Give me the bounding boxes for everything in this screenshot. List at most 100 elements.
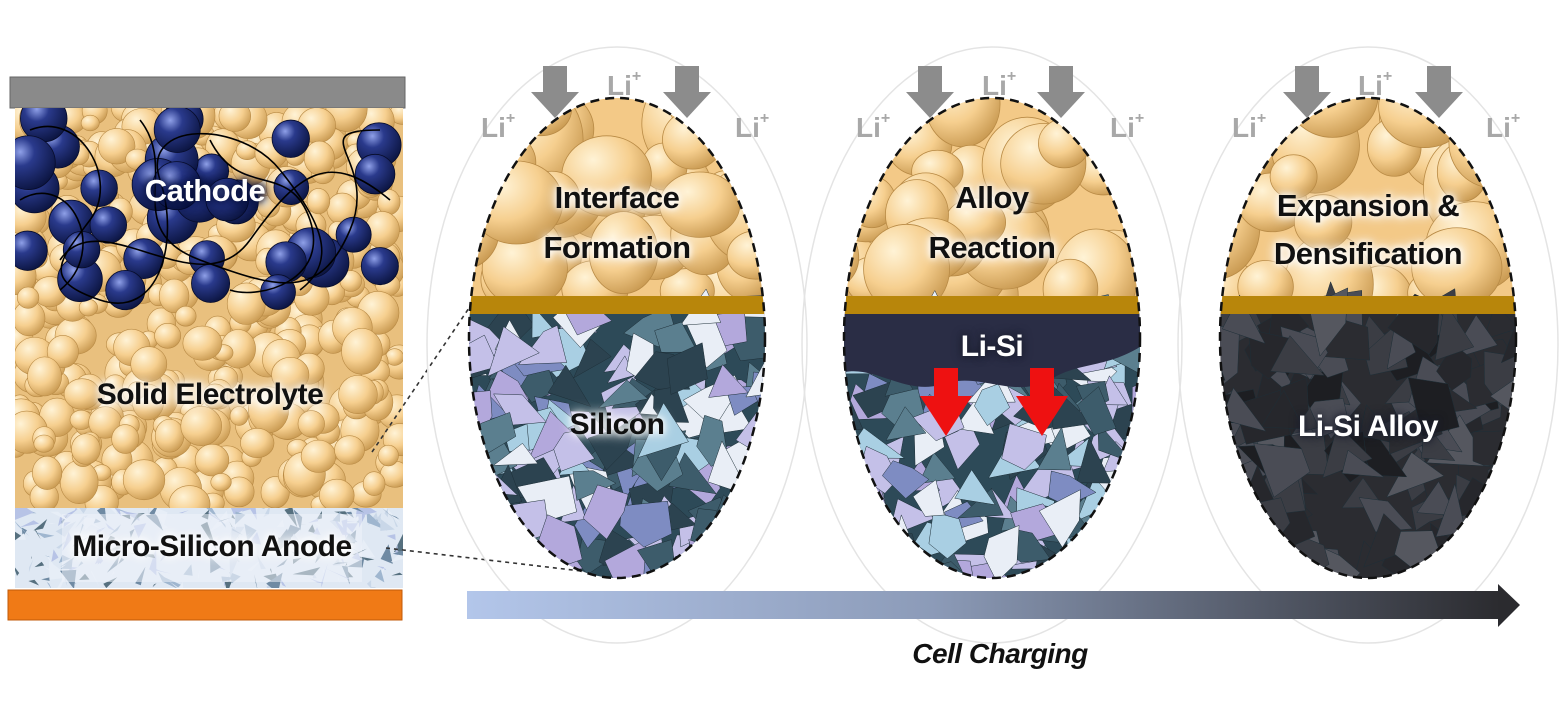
stage-1-title-line2: Formation <box>543 230 691 265</box>
crystal-facet <box>918 451 956 484</box>
reaction-arrow-left <box>920 368 972 436</box>
silicon-shard <box>261 508 265 509</box>
silicon-shard <box>358 539 376 558</box>
crystal-facet <box>844 552 877 578</box>
crystal-facet <box>1132 415 1140 464</box>
crystal-facet <box>844 509 856 554</box>
cathode-active-particle <box>354 153 396 195</box>
crystal-facet <box>862 536 900 578</box>
crystal-facet <box>713 518 762 576</box>
crystal-facet <box>874 526 905 568</box>
crystal-facet <box>1407 377 1460 437</box>
crystal-facet <box>1436 343 1472 391</box>
electrolyte-particle <box>303 140 335 176</box>
crystal-facet <box>1037 426 1072 471</box>
electrolyte-grain <box>1293 194 1353 250</box>
electrolyte-grain <box>844 226 860 288</box>
crystal-facet <box>1113 526 1140 573</box>
crystal-facet <box>1077 538 1122 578</box>
silicon-shard <box>380 544 393 564</box>
cathode-label: Cathode <box>144 173 266 208</box>
crystal-facet <box>1220 479 1244 512</box>
silicon-shard <box>45 522 56 524</box>
crystal-facet <box>1496 555 1516 578</box>
electrolyte-particle <box>182 325 223 361</box>
silicon-shard <box>152 583 157 588</box>
crystal-facet <box>714 508 751 554</box>
crystal-facet <box>637 402 689 459</box>
cathode-active-particle <box>89 206 128 244</box>
silicon-shard <box>28 579 40 586</box>
cell-stack <box>7 76 406 621</box>
crystal-facet <box>1221 387 1267 432</box>
crystal-facet <box>654 321 698 353</box>
crystal-facet <box>480 412 517 458</box>
ion-arrow-down <box>531 66 579 118</box>
interface-layer <box>844 296 1140 314</box>
crystal-facet <box>1131 372 1140 424</box>
stage-1-title-line1: Interface <box>554 180 680 215</box>
electrolyte-particle <box>154 323 182 349</box>
ion-flux-arrows <box>531 66 1463 118</box>
crystal-facet <box>844 551 856 578</box>
top-current-collector <box>9 76 406 109</box>
crystal-facet <box>844 535 890 578</box>
silicon-shard <box>34 561 45 568</box>
electrolyte-particle <box>229 406 249 426</box>
solid-electrolyte-label: Solid Electrolyte <box>96 378 324 411</box>
ion-label: Li+ <box>1110 110 1145 143</box>
electrolyte-particle <box>46 335 79 369</box>
crystal-facet <box>1472 430 1515 468</box>
crystal-facet <box>1220 450 1236 492</box>
silicon-shard <box>51 549 59 562</box>
silicon-shard <box>370 586 376 588</box>
silicon-shard <box>393 533 403 553</box>
li-si-alloy-front <box>844 314 1140 388</box>
ion-label: Li+ <box>607 68 642 101</box>
silicon-shard <box>50 511 71 523</box>
crystal-facet <box>1465 537 1513 578</box>
electrolyte-particle <box>218 108 251 132</box>
silicon-shard <box>28 559 34 573</box>
crystal-facet <box>469 500 500 542</box>
electrolyte-particle <box>334 435 365 465</box>
electrolyte-particle <box>168 485 211 508</box>
crystal-facet <box>881 542 924 575</box>
silicon-shard <box>41 577 50 581</box>
crystal-facet <box>1474 501 1512 539</box>
crystal-facet <box>1125 458 1140 494</box>
crystal-facet <box>686 549 734 578</box>
crystal-facet <box>708 364 749 398</box>
silicon-shard <box>249 508 257 520</box>
electrolyte-particle <box>194 443 230 477</box>
silicon-shard <box>46 581 52 588</box>
electrolyte-particle <box>338 375 378 415</box>
crystal-facet <box>666 342 708 395</box>
crystal-facet <box>954 469 996 506</box>
silicon-shard <box>386 534 396 540</box>
stage-interface-formation <box>467 96 767 580</box>
cathode-active-particle <box>273 169 310 205</box>
crystal-facet <box>1483 304 1516 340</box>
crystal-facet <box>572 470 617 501</box>
bottom-current-collector <box>7 589 403 621</box>
ion-arrow-down <box>663 66 711 118</box>
stage-3-title-line2: Densification <box>1273 236 1463 271</box>
crystal-facet <box>1220 502 1253 563</box>
electrolyte-particle <box>223 476 255 508</box>
crystal-facet <box>487 326 540 377</box>
ion-label: Li+ <box>1232 110 1267 143</box>
crystal-facet <box>1270 335 1325 376</box>
ion-label: Li+ <box>735 110 770 143</box>
cathode-active-particle <box>191 263 231 303</box>
crystal-facet <box>1220 421 1234 461</box>
crystal-facet <box>1272 554 1314 578</box>
crystal-facet <box>469 503 497 549</box>
cathode-active-particle <box>80 169 118 207</box>
micro-silicon-anode-label: Micro-Silicon Anode <box>72 530 352 563</box>
silicon-shard <box>374 569 385 583</box>
crystal-facet <box>759 419 765 453</box>
cathode-active-particle <box>205 177 249 222</box>
crystal-facet <box>728 536 765 578</box>
crystal-facet <box>1220 512 1241 557</box>
